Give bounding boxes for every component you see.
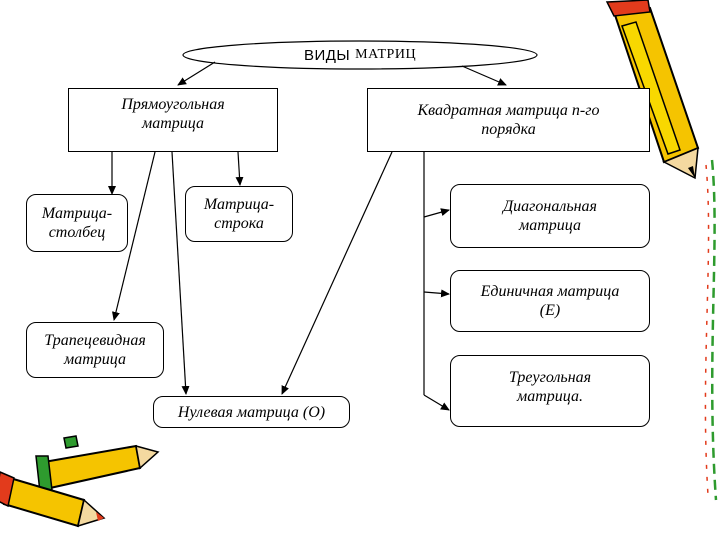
node-identity: Единичная матрица (Е) [450, 270, 650, 332]
root-title-part2: МАТРИЦ [355, 47, 417, 62]
arrow-rect-to-trapezoid [112, 151, 156, 321]
arrow-square-to-zero [281, 151, 393, 395]
node-zero-label: Нулевая матрица (О) [177, 403, 326, 421]
node-square-label: Квадратная матрица n-го порядка [417, 102, 600, 138]
node-diagonal: Диагональная матрица [450, 184, 650, 248]
node-zero: Нулевая матрица (О) [153, 396, 350, 428]
node-column: Матрица- столбец [26, 194, 128, 252]
arrow-square-to-diagonal [423, 208, 450, 218]
node-row: Матрица- строка [185, 186, 293, 242]
pencils-small-icon [0, 435, 160, 528]
arrow-square-to-triangular [423, 394, 450, 411]
arrow-rect-to-row [235, 151, 244, 186]
node-trapezoid: Трапецевидная матрица [26, 322, 164, 378]
node-diagonal-label: Диагональная матрица [503, 198, 597, 234]
root-title: ВИДЫ МАТРИЦ [185, 42, 535, 68]
node-column-label: Матрица- столбец [41, 205, 113, 241]
node-trapezoid-label: Трапецевидная матрица [44, 332, 146, 368]
node-rectangular: Прямоугольная матрица [68, 88, 278, 152]
arrow-root-to-rectangular [177, 61, 216, 86]
node-rectangular-label: Прямоугольная матрица [121, 96, 225, 132]
dashed-border-right-inner [704, 164, 710, 496]
pencil-large-icon [605, 0, 700, 180]
node-triangular: Треугольная матрица. [450, 355, 650, 427]
arrow-square-to-identity [423, 289, 450, 298]
root-title-part1: ВИДЫ [303, 46, 351, 64]
node-triangular-label: Треугольная матрица. [508, 369, 592, 405]
dashed-border-right [710, 159, 718, 501]
root-ellipse [182, 40, 538, 70]
arrow-rect-to-zero [171, 151, 190, 395]
arrow-root-to-square [461, 65, 507, 86]
node-square: Квадратная матрица n-го порядка [367, 88, 650, 152]
node-row-label: Матрица- строка [203, 196, 275, 232]
node-identity-label: Единичная матрица (Е) [480, 283, 620, 319]
